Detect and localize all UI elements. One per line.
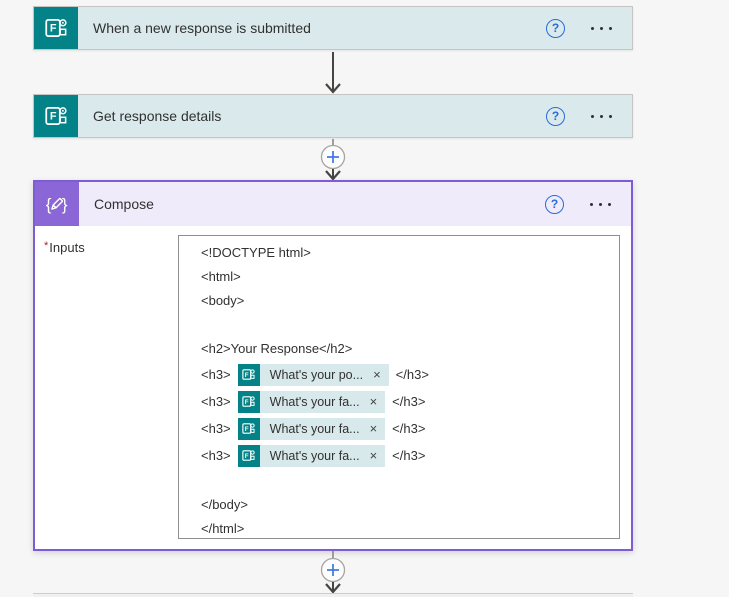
insert-step-button[interactable] [320, 557, 346, 583]
svg-text:F: F [50, 111, 57, 123]
menu-ellipsis-button[interactable] [589, 111, 614, 122]
code-text: </h3> [392, 393, 426, 409]
code-line: <body> [201, 293, 245, 308]
forms-icon: F [237, 363, 260, 386]
code-line-with-token: <h3> F What's your fa... × </h3> [201, 415, 611, 442]
token-close-icon[interactable]: × [369, 447, 378, 463]
code-text: <h3> [201, 393, 231, 409]
svg-text:{: { [46, 195, 52, 214]
token-label: What's your po... [269, 367, 364, 382]
help-button[interactable]: ? [546, 18, 565, 38]
compose-card-header[interactable]: { } Compose ? [35, 182, 631, 226]
code-text: <h3> [201, 420, 231, 436]
code-line: <!DOCTYPE html> [201, 245, 311, 260]
code-line-with-token: <h3> F What's your fa... × </h3> [201, 388, 611, 415]
compose-card: { } Compose ? *Inputs [33, 180, 633, 551]
forms-icon: F [34, 95, 78, 137]
trigger-card[interactable]: F When a new response is submitted ? [33, 6, 633, 50]
forms-icon: F [237, 390, 260, 413]
action-card-title: Get response details [93, 108, 222, 124]
forms-icon: F [34, 7, 78, 49]
flow-arrow-down-icon [325, 52, 341, 94]
token-close-icon[interactable]: × [373, 366, 381, 382]
inputs-code-content: <!DOCTYPE html> <html> <body> <h2>Your Res… [201, 241, 611, 538]
code-line: <h2>Your Response</h2> [201, 341, 353, 356]
svg-text:F: F [50, 23, 57, 35]
menu-ellipsis-button[interactable] [588, 199, 613, 210]
code-line: </html> [201, 521, 245, 536]
inputs-textarea[interactable]: <!DOCTYPE html> <html> <body> <h2>Your Res… [178, 235, 620, 539]
svg-text:}: } [62, 195, 68, 214]
code-text: </h3> [392, 420, 426, 436]
next-card-top-edge [33, 593, 633, 597]
action-card-get-response-details[interactable]: F Get response details ? [33, 94, 633, 138]
svg-text:F: F [245, 453, 249, 460]
dynamic-content-token[interactable]: F What's your fa... × [237, 390, 386, 413]
dynamic-content-token[interactable]: F What's your po... × [237, 363, 389, 386]
svg-text:F: F [245, 426, 249, 433]
dynamic-content-token[interactable]: F What's your fa... × [237, 444, 386, 467]
code-line [201, 313, 611, 337]
code-text: </h3> [392, 447, 426, 463]
code-line [201, 469, 611, 493]
inputs-label: *Inputs [44, 240, 85, 255]
connector-with-insert [320, 139, 346, 180]
token-label: What's your fa... [269, 394, 360, 409]
braces-pencil-icon: { } [35, 182, 79, 226]
trigger-card-title: When a new response is submitted [93, 20, 311, 36]
token-close-icon[interactable]: × [369, 420, 378, 436]
code-text: <h3> [201, 447, 231, 463]
code-line-with-token: <h3> F What's your po... × </h3> [201, 361, 611, 388]
code-line: <html> [201, 269, 241, 284]
question-icon: ? [550, 197, 559, 211]
dynamic-content-token[interactable]: F What's your fa... × [237, 417, 386, 440]
svg-text:F: F [245, 372, 249, 379]
help-button[interactable]: ? [545, 194, 564, 214]
code-line: </body> [201, 497, 248, 512]
required-asterisk: * [44, 240, 49, 252]
forms-icon: F [237, 444, 260, 467]
compose-card-body: *Inputs <!DOCTYPE html> <html> <body> <h2>… [35, 226, 631, 549]
code-line-with-token: <h3> F What's your fa... × </h3> [201, 442, 611, 469]
token-close-icon[interactable]: × [369, 393, 378, 409]
connector-with-insert [320, 551, 346, 593]
forms-icon: F [237, 417, 260, 440]
svg-text:F: F [245, 399, 249, 406]
compose-card-title: Compose [94, 196, 154, 212]
menu-ellipsis-button[interactable] [589, 23, 614, 34]
code-text: </h3> [395, 366, 429, 382]
token-label: What's your fa... [269, 448, 360, 463]
insert-step-button[interactable] [320, 144, 346, 170]
question-icon: ? [551, 21, 560, 35]
token-label: What's your fa... [269, 421, 360, 436]
question-icon: ? [551, 109, 560, 123]
help-button[interactable]: ? [546, 106, 565, 126]
code-text: <h3> [201, 366, 231, 382]
